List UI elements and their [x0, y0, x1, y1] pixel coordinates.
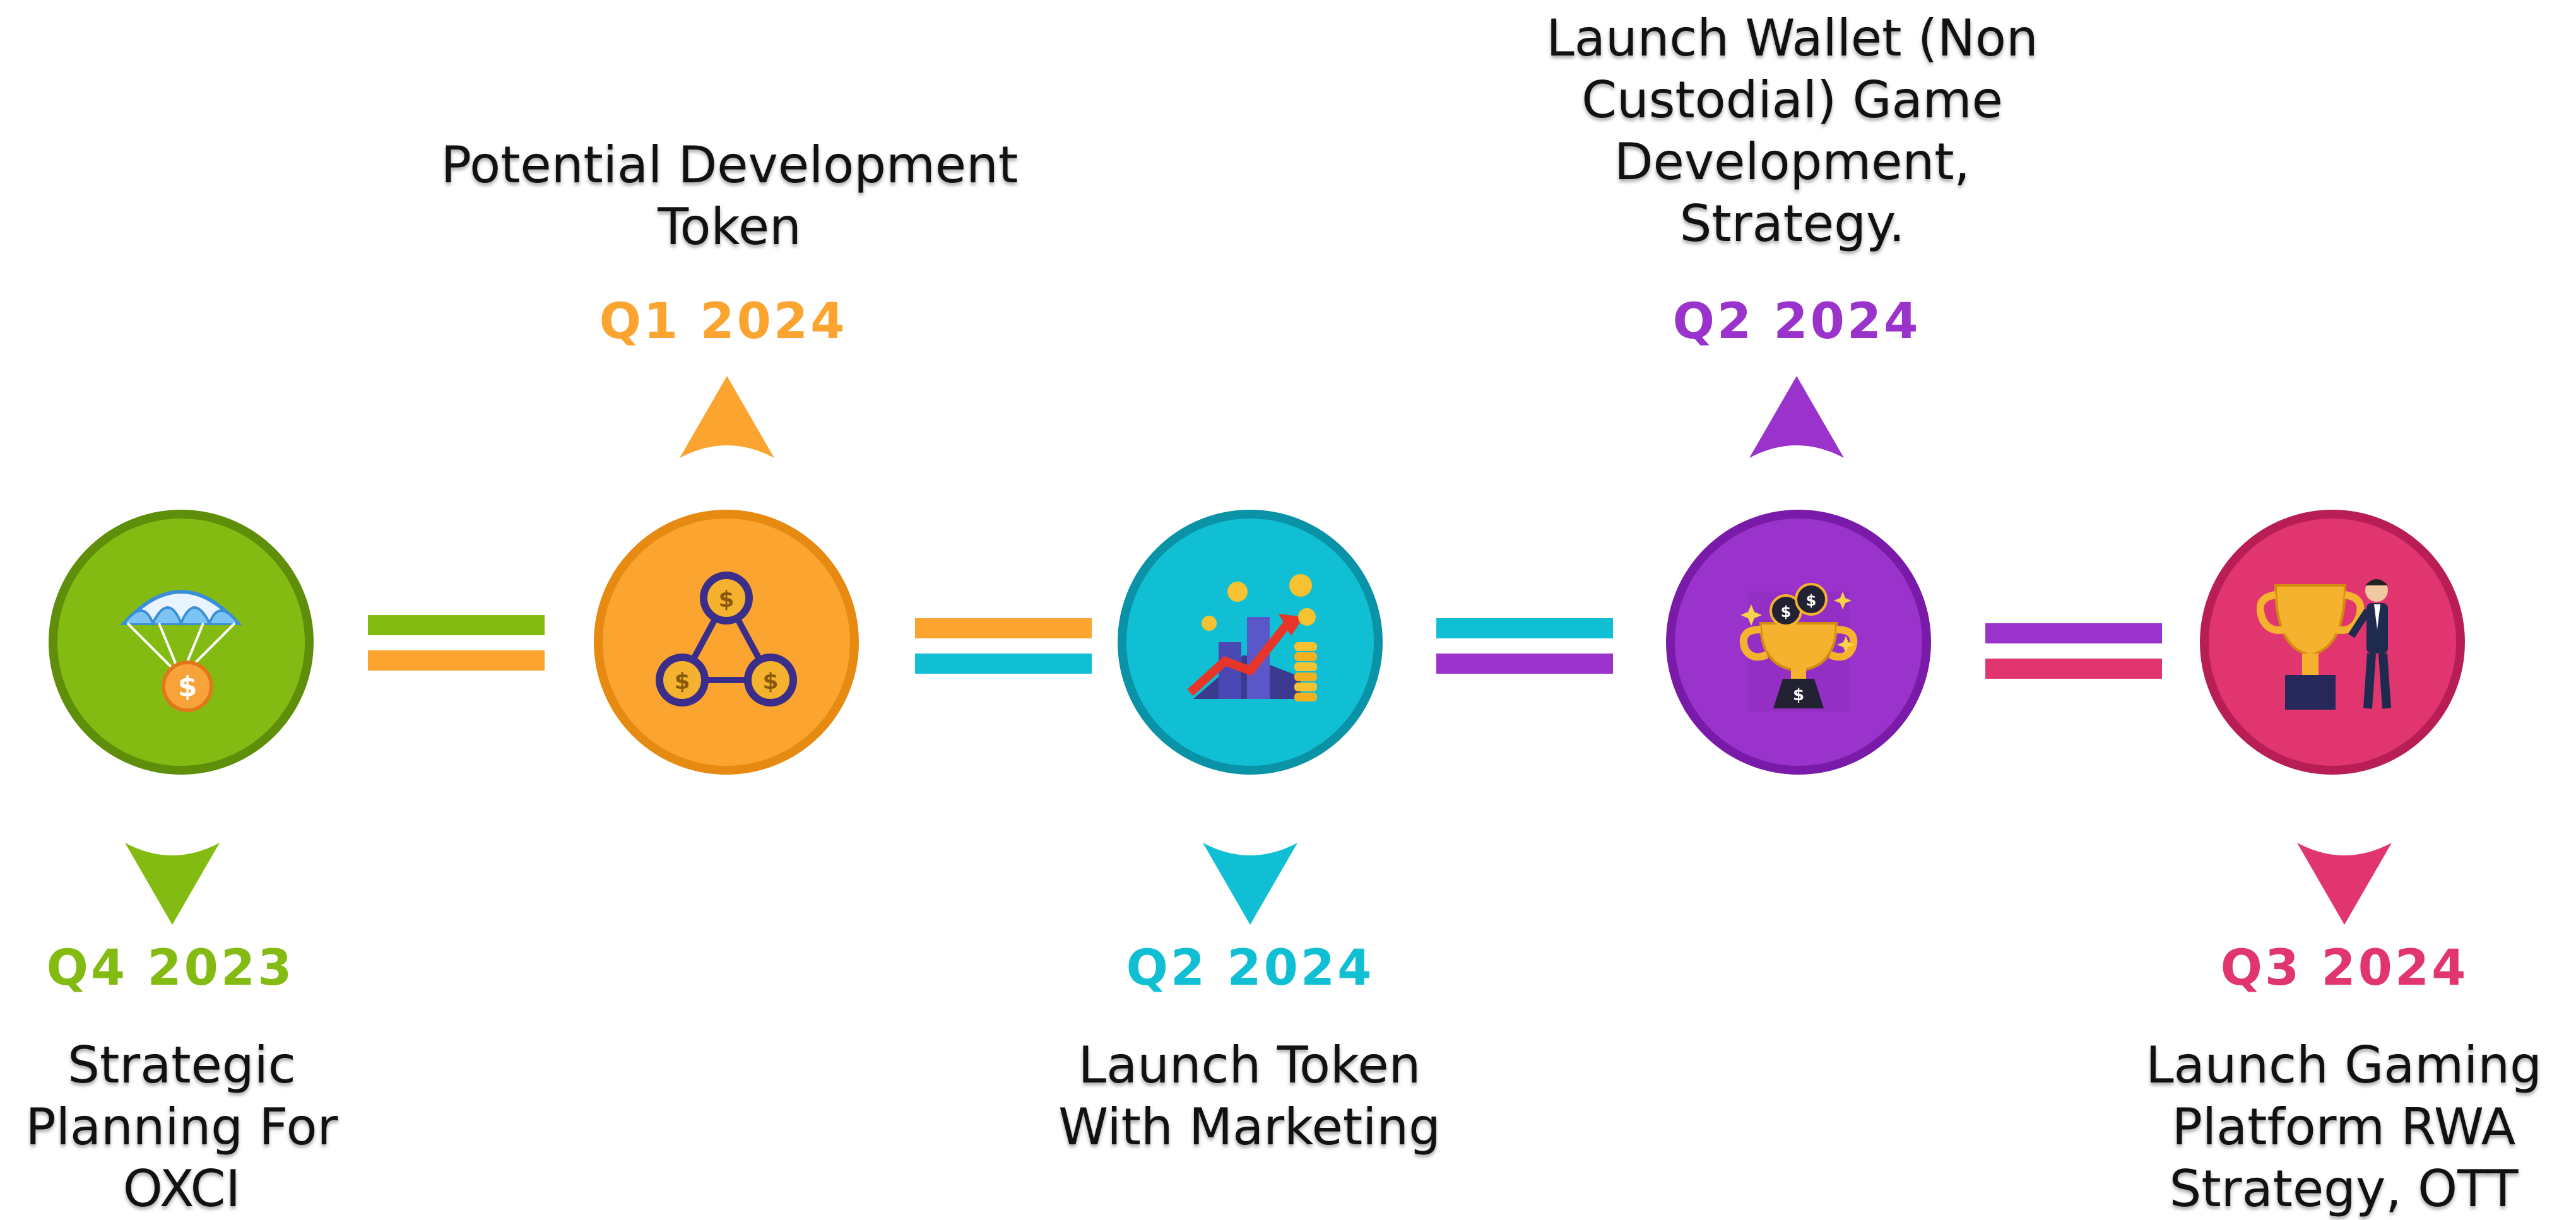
quarter-label-q2-2024-wallet: Q2 2024: [1672, 293, 1921, 350]
growth-chart-coins-icon: [1187, 574, 1317, 701]
connector-4: [1985, 623, 2162, 679]
svg-text:$: $: [718, 587, 734, 613]
description-line: Platform RWA: [2171, 1098, 2516, 1156]
quarter-label-q4-2023: Q4 2023: [46, 940, 295, 997]
connector-bar-cyan: [1436, 618, 1613, 638]
milestone-description-q1-2024: Potential Development Token: [414, 134, 1045, 258]
quarter-label-q2-2024-token: Q2 2024: [1126, 940, 1374, 997]
description-line: Planning For: [25, 1098, 338, 1156]
connector-bar-purple: [1985, 623, 2162, 643]
description-line: Development,: [1614, 132, 1970, 191]
svg-text:$: $: [1806, 592, 1817, 609]
trophy-coins-icon: $ $ $: [1739, 583, 1858, 712]
milestone-description-q4-2023: Strategic Planning For OXCI: [0, 1035, 497, 1220]
connector-1: [368, 615, 545, 671]
description-line: Launch Gaming: [2146, 1036, 2542, 1094]
description-line: Strategy.: [1679, 194, 1905, 253]
arrow-up-icon: [1749, 376, 1844, 458]
connector-bar-purple: [1436, 654, 1613, 674]
svg-text:$: $: [1781, 603, 1792, 621]
quarter-label-q3-2024: Q3 2024: [2220, 940, 2469, 997]
milestone-description-q3-2024: Launch Gaming Platform RWA Strategy, OTT: [2028, 1035, 2576, 1220]
milestone-circle-q2-2024-token: [1118, 510, 1383, 775]
svg-text:$: $: [178, 671, 198, 703]
connector-bar-cyan: [915, 654, 1092, 674]
svg-text:$: $: [1793, 686, 1804, 705]
arrow-down-icon: [125, 843, 220, 925]
connector-2: [915, 618, 1092, 674]
connector-bar-pink: [1985, 659, 2162, 679]
description-line: Strategic: [68, 1036, 296, 1094]
description-line: OXCI: [122, 1159, 241, 1218]
arrow-up-icon: [680, 376, 774, 458]
milestone-circle-q3-2024: [2200, 510, 2465, 775]
description-line: Token: [658, 197, 801, 256]
arrow-down-icon: [2297, 843, 2392, 925]
parachute-coin-icon: $: [120, 590, 242, 712]
description-line: Launch Token: [1078, 1036, 1421, 1094]
svg-text:$: $: [762, 669, 778, 695]
milestone-circle-q2-2024-wallet: $ $ $: [1666, 510, 1931, 775]
network-nodes-icon: $ $ $: [656, 572, 797, 707]
svg-text:$: $: [674, 669, 690, 695]
connector-bar-orange: [368, 650, 545, 671]
trophy-businessman-icon: [2257, 579, 2391, 710]
milestone-circle-q1-2024: $ $ $: [594, 510, 859, 775]
connector-bar-orange: [915, 618, 1092, 638]
description-line: Custodial) Game: [1581, 71, 2003, 129]
milestone-circle-q4-2023: $: [49, 510, 314, 775]
milestone-description-q2-2024-token: Launch Token With Marketing: [934, 1035, 1565, 1158]
description-line: Launch Wallet (Non: [1546, 9, 2038, 67]
description-line: With Marketing: [1058, 1098, 1441, 1156]
arrow-down-icon: [1203, 843, 1297, 925]
description-line: Potential Development: [440, 136, 1019, 194]
connector-3: [1436, 618, 1613, 674]
milestone-description-q2-2024-wallet: Launch Wallet (Non Custodial) Game Devel…: [1477, 8, 2108, 255]
quarter-label-q1-2024: Q1 2024: [599, 293, 848, 350]
description-line: Strategy, OTT: [2169, 1159, 2519, 1218]
connector-bar-green: [368, 615, 545, 635]
